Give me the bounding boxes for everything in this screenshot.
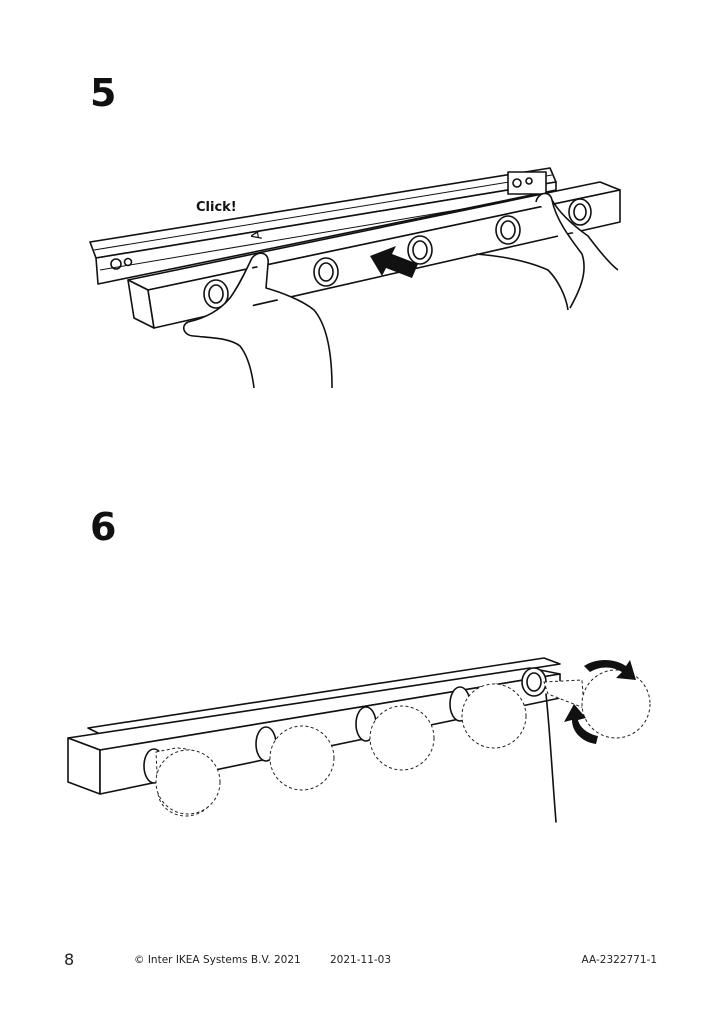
- bulb-1: [143, 747, 221, 817]
- page-number: 8: [64, 950, 75, 969]
- step-5-number: 5: [90, 71, 117, 115]
- push-arrow-icon: [370, 246, 418, 278]
- mounting-rail: [89, 167, 557, 285]
- socket-3: [407, 235, 433, 265]
- bulb-4: [449, 683, 527, 749]
- step-5-illustration: A: [89, 167, 621, 389]
- socket-4: [495, 215, 521, 245]
- bulb-3: [355, 705, 435, 771]
- document-code: AA-2322771-1: [581, 954, 657, 966]
- step-6-number: 6: [90, 505, 117, 549]
- socket-5: [568, 198, 592, 226]
- document-date: 2021-11-03: [330, 954, 392, 966]
- copyright-notice: © Inter IKEA Systems B.V. 2021: [134, 954, 301, 966]
- bulb-being-installed: [543, 669, 651, 739]
- click-callout-label: Click!: [196, 200, 237, 215]
- power-cord: [545, 693, 557, 823]
- bulb-2: [255, 725, 335, 791]
- left-hand: [182, 252, 333, 389]
- socket-1: [203, 279, 229, 309]
- socket-2: [313, 257, 339, 287]
- rotate-arrow-top-icon: [584, 660, 636, 680]
- right-hand: [475, 192, 619, 311]
- step-6-illustration: [67, 657, 651, 823]
- svg-text:A: A: [248, 228, 265, 241]
- socket-5: [521, 667, 547, 697]
- rotate-arrow-bottom-icon: [564, 704, 598, 744]
